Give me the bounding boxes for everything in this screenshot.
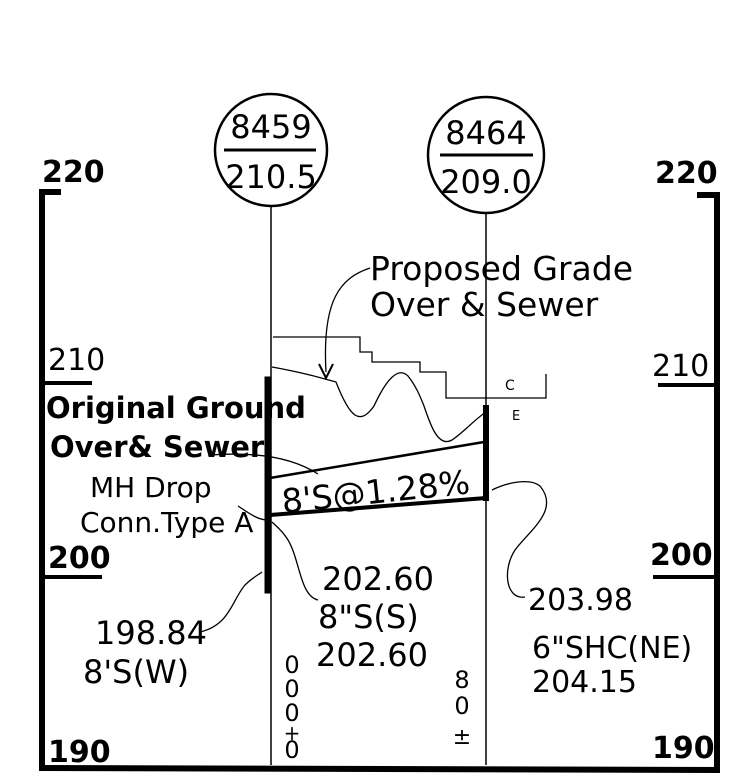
station-right-digit-2: 0 (454, 692, 469, 720)
manhole-bubble-8464: 8464 209.0 (426, 95, 546, 215)
mh-drop-text-2: Conn.Type A (80, 506, 253, 539)
invert-right-pipe: 6"SHC(NE) (532, 631, 692, 666)
elevation-labels: 220 210 200 190 220 210 200 190 (42, 155, 718, 770)
manhole-8459-rim: 210.5 (225, 158, 317, 196)
proposed-grade-line (273, 336, 547, 399)
station-left-digit-2: 0 (284, 675, 299, 703)
invert-mid-pipe: 8"S(S) (318, 598, 419, 636)
manhole-8464-rim: 209.0 (440, 163, 532, 201)
manhole-8464-number: 8464 (445, 114, 526, 152)
manhole-8459-number: 8459 (230, 108, 311, 146)
original-ground-line (271, 366, 487, 443)
proposed-grade-text-1: Proposed Grade (370, 249, 633, 288)
invert-left-pipe: 8'S(W) (83, 653, 189, 691)
original-ground-leader (209, 453, 319, 475)
invert-mid-elev-2: 202.60 (316, 636, 428, 674)
sewer-pipe (269, 440, 487, 517)
station-right: 8 0 ± (453, 666, 471, 750)
original-ground-text-1: Original Ground (46, 391, 306, 425)
station-left: 0 0 0 + 0 (284, 651, 301, 764)
station-right-digit-1: 8 (454, 666, 469, 694)
station-left-sign: + (284, 721, 301, 745)
mh-drop-leader (237, 505, 269, 521)
proposed-grade-leader (324, 267, 371, 373)
invert-mid-leader (271, 521, 319, 601)
station-right-sign: ± (453, 725, 471, 750)
invert-right-elev: 203.98 (528, 583, 633, 618)
station-left-digit-1: 0 (284, 651, 299, 679)
left-scale-bar (39, 189, 61, 771)
manhole-bubble-8459: 8459 210.5 (213, 92, 329, 208)
mh-drop-text-1: MH Drop (90, 471, 211, 504)
right-elev-190: 190 (652, 731, 715, 766)
left-elev-210: 210 (48, 343, 105, 378)
left-elev-220: 220 (42, 155, 105, 190)
invert-right-elev-2: 204.15 (532, 665, 637, 700)
invert-mid-elev-1: 202.60 (322, 560, 434, 598)
profile-frame (38, 189, 721, 774)
manhole-structures (264, 376, 489, 594)
station-left-last: 0 (284, 736, 299, 764)
invert-left-leader (199, 571, 263, 633)
station-left-digit-3: 0 (284, 699, 299, 727)
pipe-crown (269, 440, 485, 480)
original-ground-text-2: Over& Sewer (50, 430, 265, 464)
left-elev-200: 200 (48, 541, 111, 576)
left-elev-190: 190 (48, 735, 111, 770)
mark-c: C (505, 378, 515, 394)
invert-left-elev: 198.84 (95, 614, 207, 652)
right-elev-200: 200 (650, 538, 713, 573)
proposed-grade-arrow (318, 363, 334, 381)
mark-e: E (512, 409, 520, 424)
annotations: Proposed Grade Over & Sewer Original Gro… (46, 249, 692, 700)
proposed-grade-text-2: Over & Sewer (370, 285, 599, 324)
right-elev-210: 210 (652, 349, 709, 384)
invert-right-leader (491, 480, 548, 598)
right-elev-220: 220 (655, 156, 718, 191)
leader-lines (199, 267, 548, 633)
right-scale-bar (697, 192, 720, 773)
pipe-invert (269, 496, 487, 517)
bottom-grid-line (38, 764, 721, 774)
